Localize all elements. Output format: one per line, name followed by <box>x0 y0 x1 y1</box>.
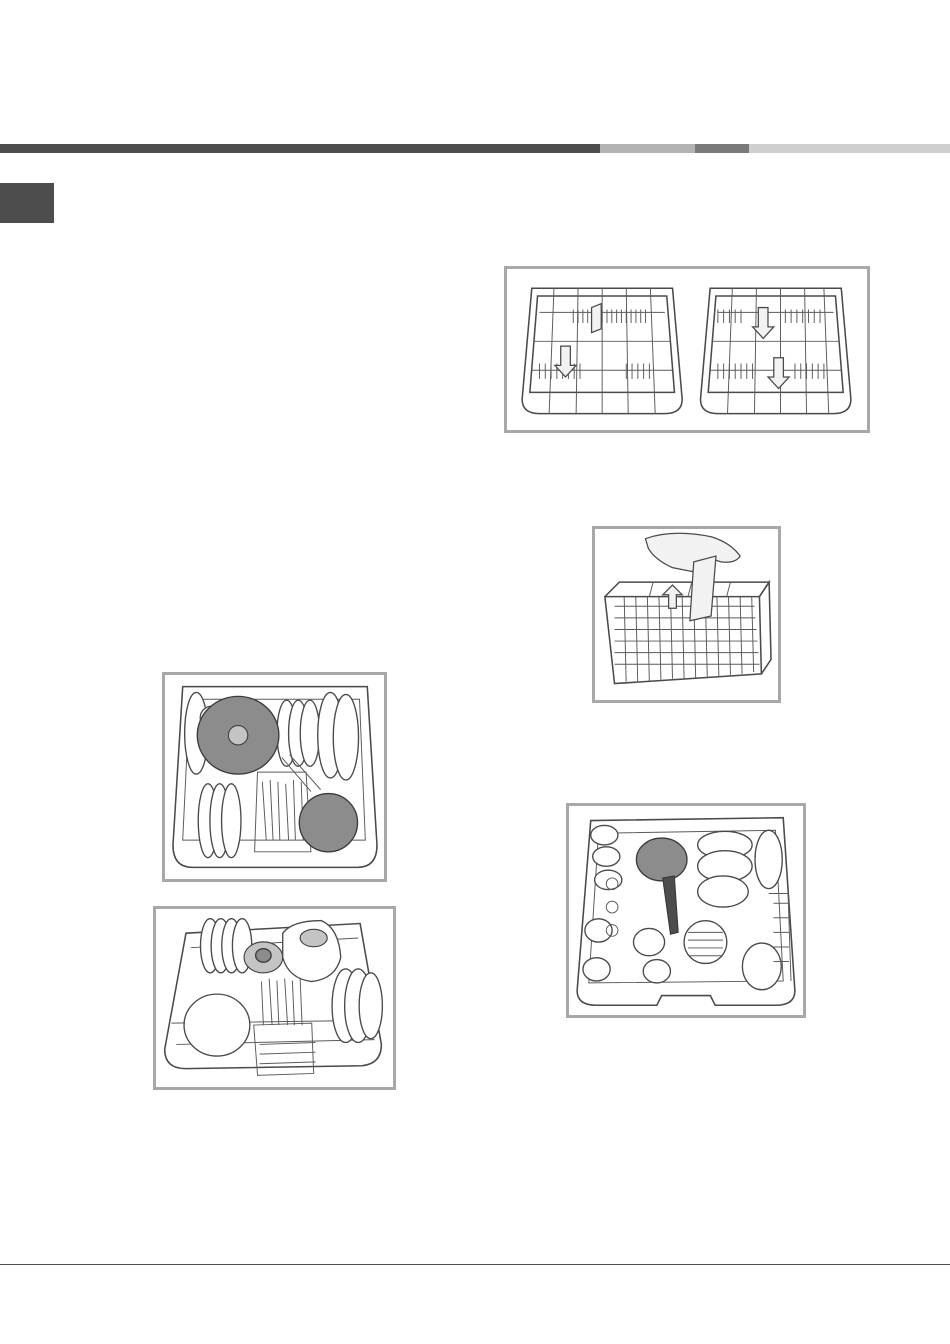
upper-rack-loaded-diagram <box>162 672 387 882</box>
lower-rack-loaded-diagram <box>153 906 396 1090</box>
hand-drawing <box>645 533 740 571</box>
header-bar-mid <box>600 144 695 153</box>
rack-adjustment-diagram <box>504 266 870 433</box>
left-rack-drawing <box>522 288 682 413</box>
footer-rule <box>0 1264 950 1265</box>
header-bar-light <box>749 144 950 153</box>
plates-rear <box>200 919 251 973</box>
header-bar-dark2 <box>695 144 749 153</box>
bowls-stack <box>698 831 752 907</box>
language-tab <box>0 183 54 223</box>
dishes-center <box>684 921 781 990</box>
cutlery-basket-diagram <box>592 526 781 703</box>
lower-rack-full-diagram <box>566 803 806 1018</box>
header-bar-dark <box>0 144 600 153</box>
right-rack-drawing <box>700 288 850 413</box>
